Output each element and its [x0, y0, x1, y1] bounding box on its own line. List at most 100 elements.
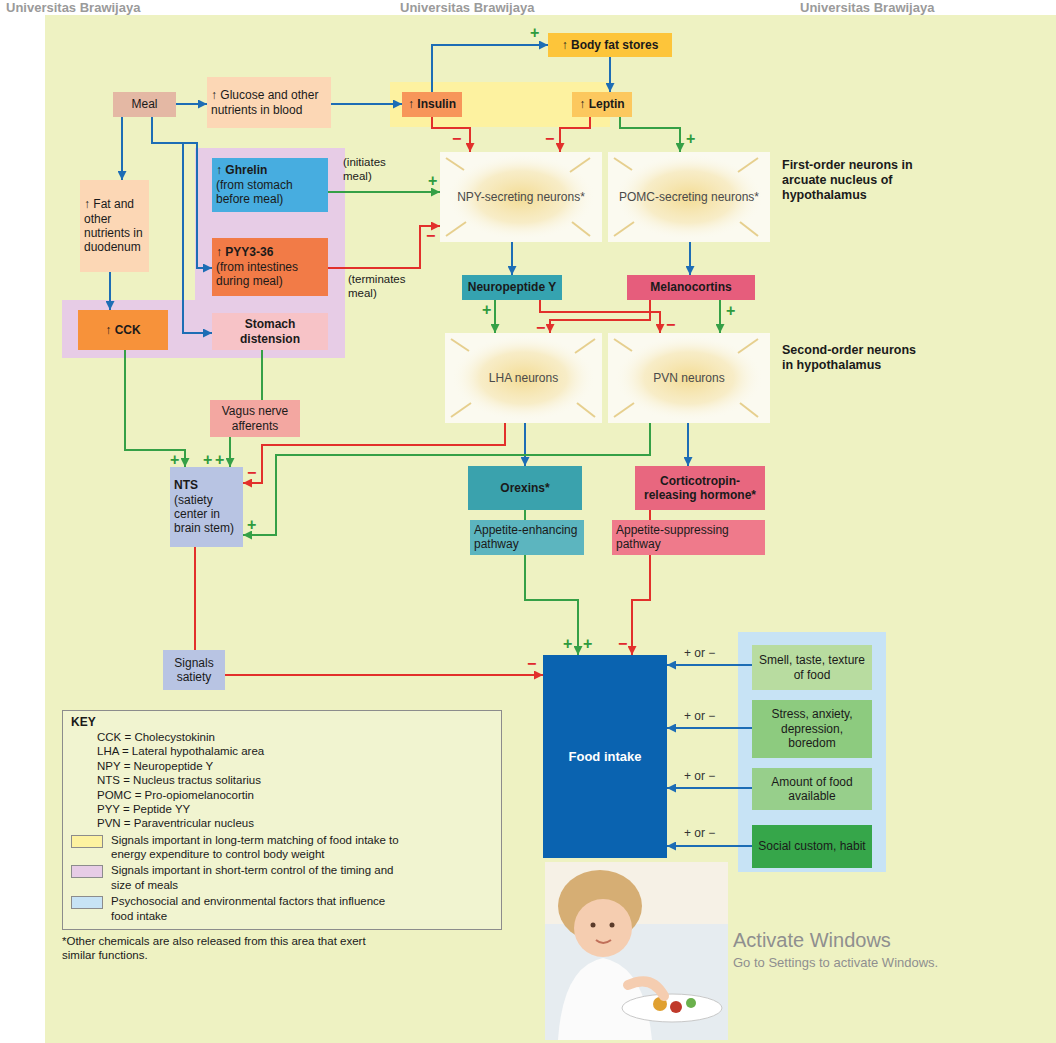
hormone-box: ↑ CCK — [78, 310, 168, 350]
factor-box: Social custom, habit — [752, 825, 872, 868]
connector — [667, 787, 752, 789]
connector — [667, 845, 752, 847]
connector — [225, 674, 543, 676]
node-text: Food intake — [547, 749, 663, 765]
child-face — [574, 899, 632, 957]
factor-box: Amount of food available — [752, 768, 872, 810]
photo-ground — [545, 862, 728, 1040]
dendrite — [577, 403, 595, 417]
pathway-box: Appetite-suppressing pathway — [612, 520, 765, 555]
dendrite — [572, 222, 590, 236]
node-text: LHA neurons — [449, 371, 598, 385]
connector — [620, 117, 680, 152]
nutrient-box: ↑ Glucose and other nutrients in blood — [207, 77, 331, 128]
node-text: Orexins* — [472, 481, 578, 495]
child-mouth — [596, 940, 611, 943]
connector — [328, 226, 440, 268]
connector — [125, 350, 185, 467]
watermark: Activate Windows — [733, 928, 891, 952]
sign-label: + — [428, 174, 437, 188]
connector — [243, 423, 650, 535]
node-text: ↑ Leptin — [576, 97, 628, 111]
sign-label: + — [726, 304, 735, 318]
row-heading: Second-order neurons in hypothalamus — [782, 343, 917, 373]
connector — [331, 103, 402, 105]
key-entry: PYY = Peptide YY — [71, 802, 493, 816]
nerve-box: Vagus nerve afferents — [210, 400, 300, 437]
dendrite — [738, 158, 758, 172]
connector — [494, 300, 496, 333]
connector — [667, 664, 752, 666]
connector — [524, 510, 526, 520]
node-text: ↑ Body fat stores — [552, 38, 668, 52]
node-text: Stomach distension — [216, 317, 324, 346]
legend-swatch — [71, 896, 103, 909]
key-entry: LHA = Lateral hypothalamic area — [71, 744, 493, 758]
child-eye — [591, 923, 596, 928]
key-entry: POMC = Pro-opiomelanocortin — [71, 788, 493, 802]
neuron-ground — [608, 333, 770, 423]
sign-label: + — [170, 453, 179, 467]
node-text: Appetite-suppressing pathway — [616, 523, 761, 552]
pathway-box: Appetite-enhancing pathway — [470, 520, 584, 555]
dendrite — [446, 222, 466, 236]
effect-sign: + or − — [684, 826, 715, 840]
event-box: Meal — [113, 92, 176, 117]
connector — [524, 423, 526, 466]
hormone-box: ↑ Ghrelin(from stomach before meal) — [212, 158, 328, 212]
nutrient-box: ↑ Fat and other nutrients in duodenum — [80, 180, 149, 272]
dendrite — [738, 339, 758, 353]
legend-row: Signals important in short-term control … — [71, 863, 493, 892]
factor-box: Smell, taste, texture of food — [752, 645, 872, 690]
sign-label: − — [545, 132, 554, 146]
node-text: ↑ Glucose and other nutrients in blood — [211, 88, 327, 117]
hormone-box: ↑ PYY3-36(from intestines during meal) — [212, 238, 328, 296]
connector — [687, 423, 689, 466]
sign-label: + — [203, 453, 212, 467]
legend-swatch — [71, 865, 103, 878]
node-text: NTS — [174, 478, 239, 492]
node-text: (from stomach before meal) — [216, 178, 324, 207]
key-legend: Signals important in long-term matching … — [71, 833, 493, 923]
connector — [229, 437, 231, 467]
node-text: ↑ PYY3-36 — [216, 245, 324, 259]
dendrite — [614, 339, 632, 351]
footnote: *Other chemicals are also released from … — [62, 934, 402, 963]
legend-text: Signals important in short-term control … — [111, 863, 401, 892]
node-text: ↑ Ghrelin — [216, 163, 324, 177]
node-text: Stress, anxiety, depression, boredom — [756, 707, 868, 750]
node-text: POMC-secreting neurons* — [612, 190, 766, 204]
connector — [667, 727, 752, 729]
connector — [152, 117, 212, 333]
factor-box: Stress, anxiety, depression, boredom — [752, 700, 872, 758]
plate — [622, 994, 722, 1022]
effect-sign: + or − — [684, 769, 715, 783]
dendrite — [570, 158, 590, 172]
sign-label: + — [530, 26, 539, 40]
hormone-box: ↑ Leptin — [572, 92, 632, 117]
footnote-area: *Other chemicals are also released from … — [62, 934, 402, 963]
node-text: ↑ CCK — [82, 323, 164, 337]
node-text: NPY-secreting neurons* — [444, 190, 598, 204]
watermark: Universitas Brawijaya — [800, 0, 934, 16]
sign-label: − — [536, 321, 545, 335]
node-text: Neuropeptide Y — [466, 280, 558, 294]
connector — [689, 242, 691, 275]
connector — [560, 117, 590, 152]
key-entry: CCK = Cholecystokinin — [71, 730, 493, 744]
node-text: ↑ Fat and other nutrients in duodenum — [84, 197, 145, 255]
connector — [261, 350, 263, 400]
sign-label: + — [563, 637, 572, 651]
effect-sign: + or − — [684, 646, 715, 660]
legend-row: Signals important in long-term matching … — [71, 833, 493, 862]
signal-box: Stomach distension — [212, 313, 328, 350]
sign-label: + — [583, 637, 592, 651]
signal-box: Signals satiety — [163, 650, 225, 690]
short-term-region — [62, 148, 345, 358]
connector — [719, 300, 721, 333]
legend-swatch — [71, 835, 103, 848]
child-arm — [628, 981, 664, 996]
watermark: Go to Settings to activate Windows. — [733, 955, 938, 971]
neuron-image-box: LHA neurons — [445, 333, 602, 423]
store-box: ↑ Body fat stores — [548, 33, 672, 57]
